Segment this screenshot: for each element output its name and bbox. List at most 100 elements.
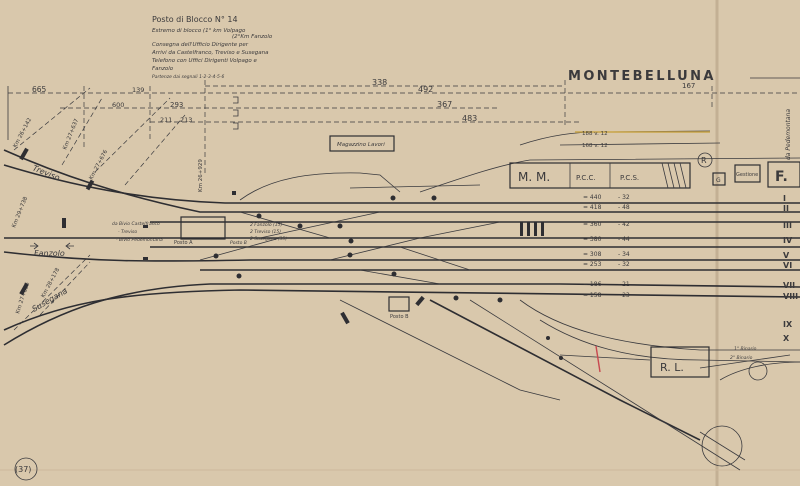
track-number: X: [783, 334, 790, 343]
track-useful: - 48: [618, 204, 630, 211]
post-title: Posto di Blocco N° 14: [152, 15, 238, 24]
track-useful: - 32: [618, 194, 630, 201]
track-length: = 418: [583, 204, 602, 211]
switch-label-4: Posto B: [230, 240, 247, 246]
dim-167: 167: [682, 82, 695, 90]
crossover: [419, 221, 501, 239]
posto-b-building: [388, 296, 410, 312]
km-label-6: Km 27+835: [15, 281, 31, 315]
track-length: = 440: [583, 194, 602, 201]
track-number: IV: [783, 236, 793, 245]
branch-rl-main: [429, 299, 701, 441]
post-line-1: Estremo di blocco (1° km Volpago: [152, 28, 246, 34]
posto-b-label: Posto B: [390, 314, 409, 320]
switch-label-2: 2 Treviso (15): [250, 229, 281, 235]
f-building: [767, 161, 800, 188]
track-length: = 158: [583, 292, 602, 299]
track-IX: [519, 299, 800, 351]
posto-a-building: [180, 216, 226, 240]
mm-label: M. M.: [518, 170, 550, 184]
km-label-2: Km 27+637: [62, 118, 80, 151]
dim-483: 483: [462, 114, 477, 123]
km-label-1: Km 26+142: [12, 117, 33, 149]
gestione-label: Gestione: [736, 172, 758, 178]
crossover: [329, 237, 421, 261]
rl-building: [650, 346, 710, 378]
siding-binario-1: 1° Binario: [734, 346, 757, 352]
track-length: = 253: [583, 261, 602, 268]
dim-338: 338: [372, 78, 387, 87]
siding-len-2: 168 v. 12: [582, 143, 608, 149]
spur-binari: [699, 354, 791, 369]
dim-211: 211: [160, 116, 172, 124]
track-number: V: [783, 251, 790, 260]
legend-line-1: da Bivio Castelfranco: [112, 221, 160, 227]
track-I: [3, 149, 800, 213]
dir-fanzolo: Fanzolo: [34, 249, 65, 258]
r-label: R: [701, 156, 707, 165]
signal-markers: [19, 147, 425, 325]
track-number: II: [783, 204, 789, 213]
arrow-icon: [65, 242, 74, 250]
posto-a-label: Posto A: [174, 240, 193, 246]
dir-treviso: Treviso: [31, 164, 61, 183]
km-leader: [124, 114, 186, 186]
switch-label-3: 2 Susegana (35): [250, 236, 287, 242]
siding-short: [349, 184, 481, 189]
turntable: [701, 425, 743, 467]
dim-bracket: [233, 122, 239, 130]
km-leader: [13, 87, 91, 151]
branch-posto-b: [339, 299, 561, 401]
track-treviso: [3, 164, 800, 204]
track-length: = 186: [583, 281, 602, 288]
siding-upper-2: [559, 142, 721, 146]
small-turntable: [748, 361, 768, 381]
track-number: VII: [783, 281, 795, 290]
track-useful: - 42: [618, 221, 630, 228]
pcs-label: P.C.S.: [620, 174, 639, 182]
track-useful: - 44: [618, 236, 630, 243]
g-building: [712, 172, 726, 186]
plate-number: (37): [15, 465, 31, 474]
turntable-bridge: [699, 431, 746, 461]
track-useful: - 23: [618, 292, 630, 299]
track-IV: [3, 251, 800, 262]
dim-600: 600: [112, 101, 124, 109]
track-X: [539, 319, 800, 363]
km-leader: [94, 97, 171, 173]
track-length: = 380: [583, 236, 602, 243]
track-number: I: [783, 194, 786, 203]
gestione-building: [734, 164, 761, 183]
km-leader: [39, 261, 91, 316]
dim-bracket: [233, 96, 239, 104]
consegna-line-1: Consegna dell'Ufficio Dirigente per: [152, 42, 249, 48]
dim-492: 492: [418, 85, 433, 94]
consegna-line-5: Partenze dai segnali 1-2-3-4-5-6: [152, 74, 225, 80]
magazzino-label: Magazzino Lavori: [337, 142, 385, 148]
legend-line-3: - Bivio Pedemontana: [116, 237, 163, 243]
track-length: = 360: [583, 221, 602, 228]
plate-circle: [14, 457, 38, 481]
post-line-2: (2°Km Fanzolo: [232, 34, 273, 40]
red-mark: [595, 345, 601, 373]
switch-label-1: 2 Fanzolo (15): [250, 222, 283, 228]
track-VII: [3, 289, 800, 331]
r-circle: [697, 152, 713, 168]
rl-label: R. L.: [660, 361, 684, 374]
dim-139: 139: [132, 86, 144, 94]
switch-dots: [213, 195, 563, 360]
legend-line-2: - Treviso: [118, 229, 137, 235]
consegna-line-4: Fanzolo: [152, 66, 174, 72]
pcc-label: P.C.C.: [576, 174, 596, 182]
siding-upper-1: [519, 130, 711, 146]
crossover: [199, 237, 281, 261]
siding-binario-2: 2° Binario: [730, 355, 753, 361]
siding-magazzino: [239, 172, 401, 201]
station-hatch: [661, 162, 687, 189]
crossover: [359, 269, 441, 285]
station-name: MONTEBELLUNA: [568, 69, 716, 84]
magazzino-building: [329, 135, 395, 152]
dim-367: 367: [437, 100, 452, 109]
